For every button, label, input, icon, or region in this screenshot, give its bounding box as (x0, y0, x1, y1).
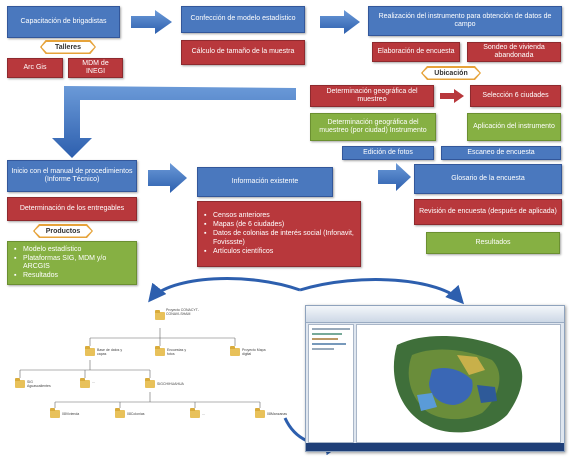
folder-icon (145, 378, 155, 388)
folder-icon (155, 346, 165, 356)
arrow-right-2 (320, 10, 360, 34)
arrow-red (440, 89, 464, 103)
informacion-item: Artículos científicos (204, 248, 357, 256)
edicion-box: Edición de fotos (342, 146, 434, 160)
ubicacion-label: Ubicación (422, 67, 480, 79)
arrow-curve-left (148, 277, 301, 303)
calculo-box: Cálculo de tamaño de la muestra (181, 40, 305, 65)
escaneo-box: Escaneo de encuesta (441, 146, 561, 160)
elaboracion-box: Elaboración de encuesta (372, 42, 460, 62)
informacion-item: Datos de colonias de interés social (Inf… (204, 230, 357, 246)
gis-statusbar (306, 443, 564, 451)
resultados-box: Resultados (426, 232, 560, 254)
sondeo-box: Sondeo de vivienda abandonada (467, 42, 561, 62)
tree-level3-label: ... (202, 412, 205, 416)
aplicacion-box: Aplicación del instrumento (467, 113, 561, 141)
determinacion-box: Determinación geográfica del muestreo (310, 85, 434, 107)
tree-level1-label: Proyecto Mapa digital (242, 348, 266, 356)
determinacion-ciudad-box: Determinación geográfica del muestreo (p… (310, 113, 436, 141)
folder-icon (190, 408, 200, 418)
arcgis-box: Arc Gis (7, 58, 63, 78)
tree-level3-label: 08Vivienda (62, 412, 80, 416)
tree-level1-label: Base de datos y capas (97, 348, 123, 356)
folder-icon (80, 378, 90, 388)
productos-list: Modelo estadístico Plataformas SIG, MDM … (11, 245, 133, 281)
gis-toc-panel (308, 324, 354, 443)
informacion-list-box: Censos anteriores Mapas (de 6 ciudades) … (197, 201, 361, 267)
talleres-label: Talleres (41, 41, 95, 53)
inicio-box: Inicio con el manual de procedimientos (… (7, 160, 137, 192)
folder-icon (230, 346, 240, 356)
tree-level2-label: SIG Aguascalientes (27, 380, 51, 388)
revision-box: Revisión de encuesta (después de aplicad… (414, 199, 562, 225)
glosario-box: Glosario de la encuesta (414, 164, 562, 194)
folder-icon (50, 408, 60, 418)
tree-lines (19, 328, 261, 408)
arrow-right-3 (148, 163, 187, 193)
productos-item: Plataformas SIG, MDM y/o ARCGIS (14, 255, 133, 271)
folder-tree: Proyecto CONACYT-CONAVI-SHAM Base de dat… (0, 298, 300, 438)
informacion-item: Mapas (de 6 ciudades) (204, 221, 357, 229)
mdm-box: MDM de INEGI (68, 58, 123, 78)
folder-icon (115, 408, 125, 418)
productos-label: Productos (34, 225, 92, 237)
arrow-right-4 (378, 163, 411, 191)
tree-level2-label: SIGCHIHUAHUA (157, 382, 184, 386)
folder-icon (155, 310, 165, 320)
informacion-item: Censos anteriores (204, 212, 357, 220)
folder-icon (255, 408, 265, 418)
productos-list-box: Modelo estadístico Plataformas SIG, MDM … (7, 241, 137, 285)
productos-item: Resultados (14, 272, 133, 280)
entregables-box: Determinación de los entregables (7, 197, 137, 221)
arrow-curve-right (299, 278, 465, 305)
arrow-right-1 (131, 10, 172, 34)
arrow-bent (52, 86, 296, 158)
tree-level3-label: 08Colonias (127, 412, 145, 416)
folder-icon (15, 378, 25, 388)
tree-level2-label: ... (92, 380, 95, 384)
gis-map-view (356, 324, 561, 443)
capacitacion-box: Capacitación de brigadistas (7, 6, 120, 38)
gis-screenshot (305, 305, 565, 452)
informacion-box: Información existente (197, 167, 333, 197)
productos-item: Modelo estadístico (14, 246, 133, 254)
realizacion-box: Realización del instrumento para obtenci… (368, 6, 562, 36)
confeccion-box: Confección de modelo estadístico (181, 6, 305, 33)
informacion-list: Censos anteriores Mapas (de 6 ciudades) … (201, 211, 357, 256)
tree-level1-label: Encuestas y fotos (167, 348, 187, 356)
folder-icon (85, 346, 95, 356)
seleccion-box: Selección 6 ciudades (470, 85, 561, 107)
gis-ribbon (306, 306, 564, 323)
gis-map-graphic (393, 335, 523, 433)
tree-root-label: Proyecto CONACYT-CONAVI-SHAM (166, 308, 199, 317)
tree-level3-label: 08Manzanas (267, 412, 288, 416)
